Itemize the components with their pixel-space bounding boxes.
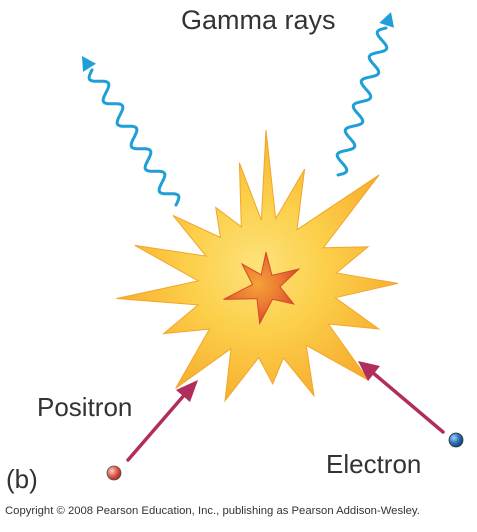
explosion-burst — [116, 129, 399, 403]
positron-track — [126, 380, 198, 462]
gamma-ray-right — [335, 12, 394, 177]
gamma-rays-label: Gamma rays — [181, 5, 336, 35]
panel-label: (b) — [6, 464, 38, 494]
electron-label: Electron — [326, 449, 422, 479]
copyright-notice: Copyright © 2008 Pearson Education, Inc.… — [5, 505, 420, 517]
electron-track — [358, 361, 445, 434]
electron-particle — [448, 432, 464, 448]
positron-label: Positron — [37, 392, 133, 422]
explosion-core — [223, 251, 301, 326]
explosion-outer — [116, 129, 399, 403]
gamma-ray-left — [82, 56, 181, 207]
positron-particle — [106, 465, 122, 481]
